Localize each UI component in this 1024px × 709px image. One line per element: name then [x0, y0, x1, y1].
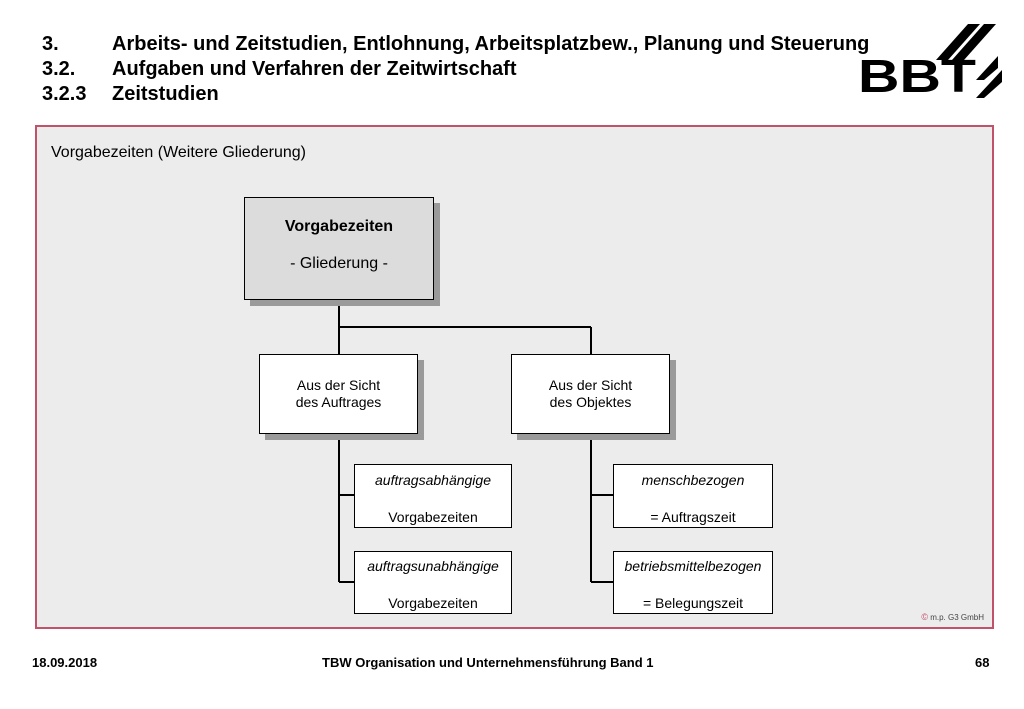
- node-line: des Auftrages: [295, 394, 382, 410]
- copyright-note: © m.p. G3 GmbH: [921, 612, 984, 622]
- section-title: Arbeits- und Zeitstudien, Entlohnung, Ar…: [112, 33, 870, 55]
- leaf-category: auftragsunabhängige: [367, 558, 499, 574]
- section-number: 3.2.3: [42, 83, 87, 105]
- section-number: 3.2.: [42, 58, 76, 80]
- root-node: Vorgabezeiten - Gliederung -: [244, 197, 434, 300]
- node-line: Aus der Sicht: [296, 377, 381, 393]
- leaf-menschbezogen: menschbezogen = Auftragszeit: [613, 464, 773, 528]
- leaf-category: auftragsabhängige: [375, 472, 491, 488]
- footer-title: TBW Organisation und Unternehmensführung…: [322, 655, 654, 670]
- node-line: des Objektes: [549, 394, 632, 410]
- leaf-betriebsmittelbezogen: betriebsmittelbezogen = Belegungszeit: [613, 551, 773, 614]
- leaf-label: = Belegungszeit: [642, 595, 744, 611]
- root-subtitle: - Gliederung -: [290, 255, 388, 272]
- node-objekt: Aus der Sicht des Objektes: [511, 354, 670, 434]
- leaf-category: betriebsmittelbezogen: [624, 558, 762, 574]
- leaf-auftragsunabhaengig: auftragsunabhängige Vorgabezeiten: [354, 551, 512, 614]
- copyright-text: m.p. G3 GmbH: [930, 613, 984, 622]
- leaf-label: Vorgabezeiten: [388, 509, 478, 525]
- logo-text: BBT: [858, 50, 976, 102]
- leaf-label: = Auftragszeit: [650, 509, 736, 525]
- section-title: Zeitstudien: [112, 83, 219, 105]
- panel-title: Vorgabezeiten (Weitere Gliederung): [51, 144, 306, 161]
- footer-page-number: 68: [975, 655, 990, 670]
- leaf-category: menschbezogen: [641, 472, 745, 488]
- footer-date: 18.09.2018: [32, 655, 98, 670]
- section-title: Aufgaben und Verfahren der Zeitwirtschaf…: [112, 58, 517, 80]
- section-number: 3.: [42, 33, 59, 55]
- bbt-logo: BBT: [858, 24, 1002, 102]
- leaf-label: Vorgabezeiten: [388, 595, 478, 611]
- root-title: Vorgabezeiten: [284, 218, 394, 235]
- copyright-icon: ©: [921, 612, 928, 622]
- node-line: Aus der Sicht: [548, 377, 633, 393]
- leaf-auftragsabhaengig: auftragsabhängige Vorgabezeiten: [354, 464, 512, 528]
- node-auftrag: Aus der Sicht des Auftrages: [259, 354, 418, 434]
